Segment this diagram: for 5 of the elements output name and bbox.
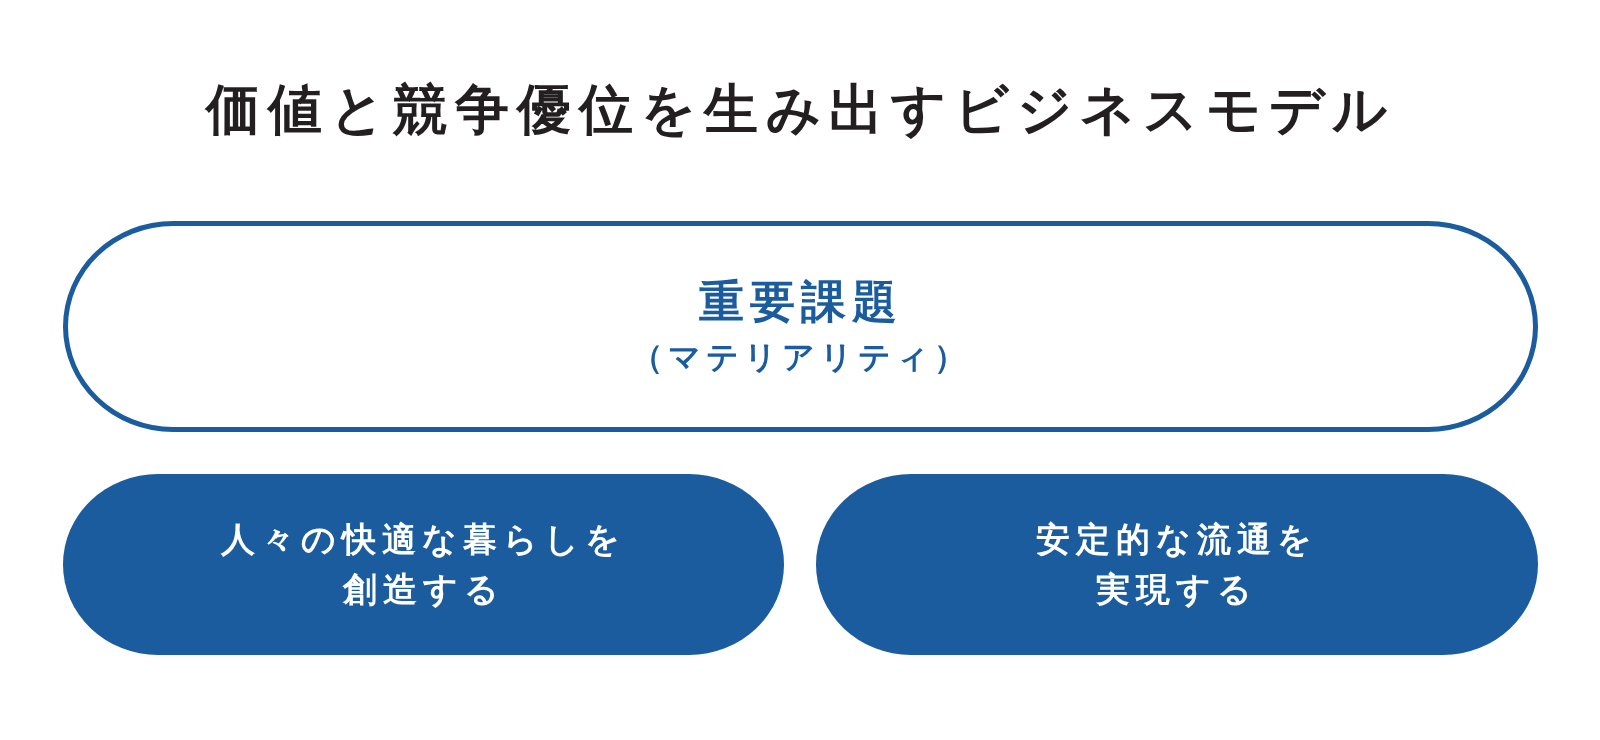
- diagram-title: 価値と競争優位を生み出すビジネスモデル: [204, 78, 1396, 143]
- pill-text: 人々の快適な暮らしを創造する: [220, 518, 627, 611]
- heading-text: 重要課題: [698, 273, 903, 330]
- subheading-text: （マテリアリティ）: [630, 337, 971, 379]
- pill-text: 安定的な流通を実現する: [1035, 518, 1319, 611]
